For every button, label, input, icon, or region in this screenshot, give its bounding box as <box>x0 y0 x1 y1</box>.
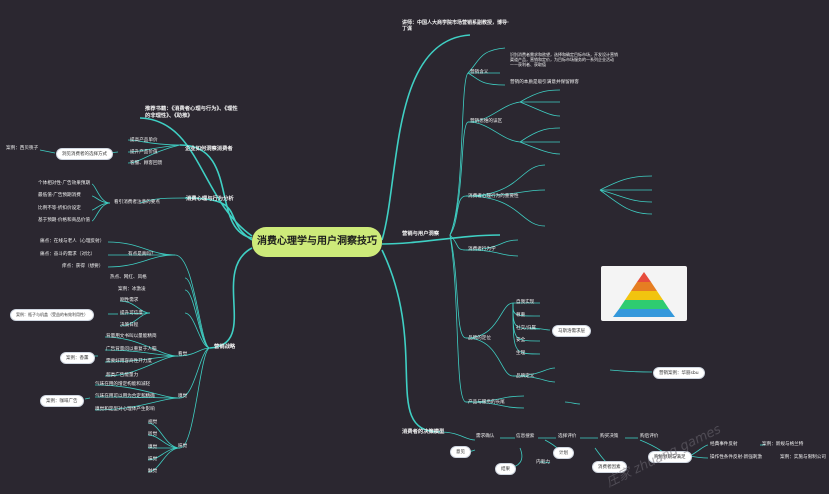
sense-item: 嗅觉 <box>148 445 158 450</box>
sense-item: 味觉 <box>148 457 158 462</box>
marketing-text: 营销的本质是吸引满意并保留顾客 <box>510 80 579 85</box>
decision-node: 购后评价 <box>640 434 659 439</box>
behavior-item: 个体相对性·广告效果预期 <box>38 181 90 186</box>
marketing-misc: 消费者心理行为的重要性 <box>468 194 519 199</box>
strategy-case-box: 案例：瓶子与机盖（受益的有效利用性） <box>10 309 94 321</box>
marketing-def: 营销含义 <box>470 70 489 75</box>
decision-node: 购买决策 <box>600 434 619 439</box>
strategy-line: 决策日程 <box>120 323 139 328</box>
strategy-line: 超类广告能量力 <box>106 373 139 378</box>
strategy-line: 气味在用的增定构能和减轻 <box>95 382 151 387</box>
strategy-line: 案例：冰激凌 <box>118 287 146 292</box>
branch-decision[interactable]: 消费者的决策模型 <box>402 429 445 435</box>
case-huali: 营销案例：华丽sbu <box>653 367 705 379</box>
strategy-line: 提升可信度 <box>120 311 143 316</box>
need-item: 社交/归属 <box>516 326 536 331</box>
strategy-line: 痛点：在线与老人（心理反射） <box>40 239 105 244</box>
book-recommend: 推荐书籍：《消费者心理与行为》、《理性的非理性》、《助推》 <box>145 106 238 119</box>
marketing-misc: 消费者行为学 <box>468 247 496 252</box>
need-item: 尊重 <box>516 313 526 318</box>
strategy-mid: 有点是真吗？ <box>128 252 156 257</box>
right-item: 案例：新规与格兰特 <box>762 442 804 447</box>
strategy-line: 痛点：奋斗的需求（对比） <box>40 252 96 257</box>
strategy-line: 痒点：获得（想要） <box>62 264 104 269</box>
marketing-misc: 产品与服务的长尾 <box>468 400 505 405</box>
strategy-line: 热点、网红、风格 <box>110 275 147 280</box>
decision-node: 内驱力 <box>536 460 550 465</box>
decision-node: 需求确认 <box>476 434 495 439</box>
strategy-case-box: 案例：咖啡广告 <box>40 395 84 407</box>
marketing-misc: 品牌定义 <box>516 374 535 379</box>
strategy-line: 气味在用可以用为合定和精确 <box>95 394 155 399</box>
strategy-case-box: 案例：香薰 <box>60 352 95 364</box>
behavior-item: 比例不等·折扣价设定 <box>38 206 81 211</box>
marketing-text: 识别消费者需求和欲望，选择和确定目标市场，开发设计营销渠道产品，营销和定价，为目… <box>510 52 618 67</box>
decision-node: 购物预期与满足 <box>648 451 692 463</box>
sense-item: 视觉 <box>148 420 158 425</box>
how-item: 提升产品价值 <box>130 150 158 155</box>
how-item: 提高产品单价 <box>130 138 158 143</box>
branch-strategy[interactable]: 营销战略 <box>214 344 236 350</box>
branch-insight[interactable]: 营销与用户洞察 <box>402 231 440 237</box>
decision-node: 信息搜索 <box>516 434 535 439</box>
lecturer-info: 讲师：中国人大商学院市场营销系副教授，博导·丁谋 <box>402 20 509 33</box>
behavior-item: 基于预期·价格和商品价值 <box>38 218 90 223</box>
strategy-line: 嗅觉和定型对心理体产生影响 <box>95 407 155 412</box>
decision-node: 选择评价 <box>558 434 577 439</box>
sense-label: 味觉 <box>178 444 188 449</box>
behavior-mid: 看引消费者注意的要点 <box>114 200 160 205</box>
how-item: 客服、顾客回馈 <box>130 161 163 166</box>
sense-label: 嗅觉 <box>178 394 188 399</box>
sense-item: 听觉 <box>148 432 158 437</box>
need-item: 安全 <box>516 338 526 343</box>
strategy-line: 广告背景问以重复于人脑 <box>106 347 157 352</box>
maslow-pyramid-image <box>601 266 687 321</box>
need-item: 生理 <box>516 351 526 356</box>
marketing-misc: 品牌的定位 <box>468 336 491 341</box>
central-topic[interactable]: 消费心理学与用户洞察技巧 <box>252 227 382 257</box>
decision-node: 消费者因素 <box>592 461 627 473</box>
marketing-misc: 营销思维的误区 <box>470 119 503 124</box>
strategy-line: 背量用文书叫以量能精简 <box>106 334 157 339</box>
sense-item: 触觉 <box>148 469 158 474</box>
branch-behavior[interactable]: 消费心理与行为分析 <box>186 196 234 202</box>
decision-node: 结果 <box>495 463 516 475</box>
need-item: 自我实现 <box>516 300 535 305</box>
how-case: 案例：西贝筷子 <box>6 146 39 151</box>
right-item: 操作性条件反射·新强刺激 <box>710 455 762 460</box>
sense-label: 看觉 <box>178 352 188 357</box>
how-left-node: 洞见消费者的选择方式 <box>56 148 113 160</box>
decision-node: 意见 <box>450 446 471 458</box>
pyramid-label: 马斯洛需求层 <box>552 325 591 337</box>
decision-node: 计划 <box>553 447 574 459</box>
strategy-line: 刚性需求 <box>120 298 139 303</box>
right-item: 经典事件反射 <box>710 442 738 447</box>
right-item: 案例：实施与限制公司 <box>780 455 826 460</box>
branch-how[interactable]: 企业如何洞察消费者 <box>185 146 233 152</box>
strategy-line: 需要好用容商性开力度 <box>106 359 152 364</box>
behavior-item: 最低值·广告预期消费 <box>38 193 81 198</box>
